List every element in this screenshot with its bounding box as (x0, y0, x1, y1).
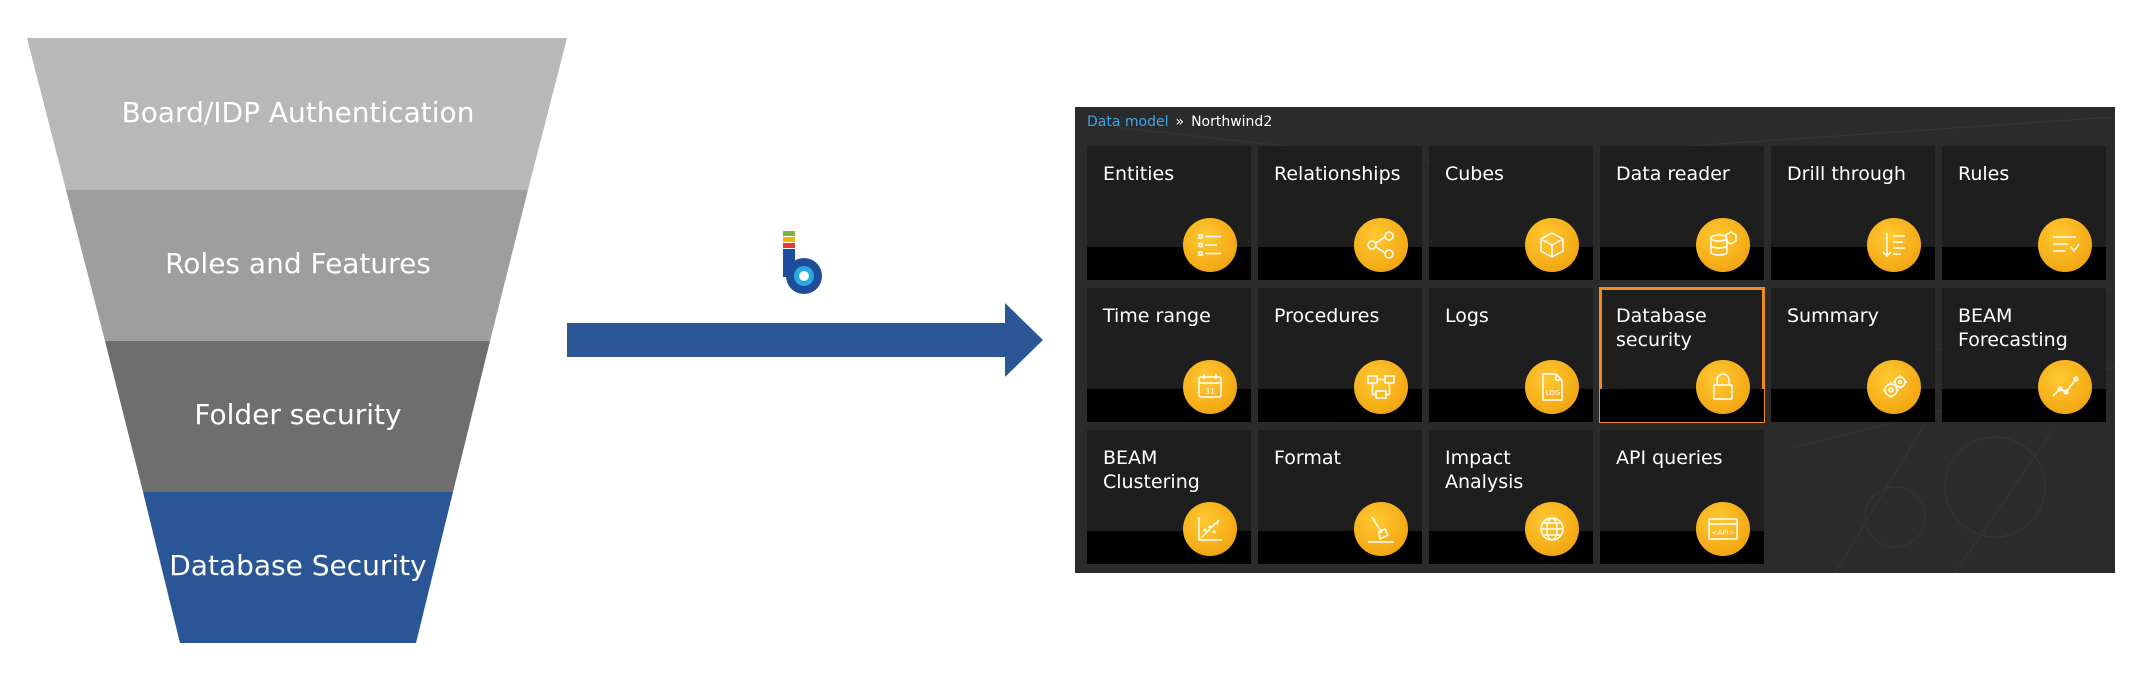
relationships-icon (1354, 218, 1408, 272)
cube-icon (1525, 218, 1579, 272)
tile-relationships[interactable]: Relationships (1258, 146, 1422, 280)
tile-drill-through[interactable]: Drill through (1771, 146, 1935, 280)
funnel-layer-database (143, 492, 453, 643)
tile-cubes[interactable]: Cubes (1429, 146, 1593, 280)
tile-entities[interactable]: Entities (1087, 146, 1251, 280)
tile-label: Procedures (1274, 305, 1380, 327)
rules-icon (2038, 218, 2092, 272)
funnel-label-database: Database Security (169, 549, 427, 582)
tile-label: Cubes (1445, 163, 1504, 185)
database-icon (1696, 218, 1750, 272)
forecast-icon (2038, 360, 2092, 414)
data-model-panel: Data model » Northwind2 Entities Relations… (1075, 107, 2115, 573)
tile-label: Drill through (1787, 163, 1906, 185)
tile-rules[interactable]: Rules (1942, 146, 2106, 280)
tile-beam-forecasting[interactable]: BEAM Forecasting (1942, 288, 2106, 422)
tile-label: Logs (1445, 305, 1489, 327)
svg-text:<API>: <API> (1712, 529, 1735, 537)
tile-data-reader[interactable]: Data reader (1600, 146, 1764, 280)
tile-label: BEAM Clustering (1103, 447, 1200, 493)
calendar-icon: 31 (1183, 360, 1237, 414)
tile-label: Rules (1958, 163, 2010, 185)
tile-label: Entities (1103, 163, 1175, 185)
tile-label: Format (1274, 447, 1341, 469)
funnel-layer-folder (105, 341, 490, 492)
tile-label: Time range (1103, 305, 1211, 327)
funnel-label-authentication: Board/IDP Authentication (121, 96, 475, 129)
tile-label: BEAM Forecasting (1958, 305, 2068, 351)
tile-beam-clustering[interactable]: BEAM Clustering (1087, 430, 1251, 564)
procedures-icon (1354, 360, 1408, 414)
tile-label: Impact Analysis (1445, 447, 1524, 493)
tile-label: Data reader (1616, 163, 1730, 185)
breadcrumb-separator: » (1175, 114, 1185, 130)
security-funnel (27, 38, 567, 643)
impact-globe-icon (1525, 502, 1579, 556)
tile-label: Relationships (1274, 163, 1401, 185)
api-window-icon: <API> (1696, 502, 1750, 556)
tile-format[interactable]: Format (1258, 430, 1422, 564)
svg-text:31: 31 (1205, 387, 1215, 396)
tile-label: API queries (1616, 447, 1723, 469)
lock-icon (1696, 360, 1750, 414)
scatter-icon (1183, 502, 1237, 556)
tile-impact-analysis[interactable]: Impact Analysis (1429, 430, 1593, 564)
flow-arrow (567, 303, 1043, 377)
tile-database-security[interactable]: Database security (1599, 287, 1765, 423)
tile-procedures[interactable]: Procedures (1258, 288, 1422, 422)
funnel-layer-roles (66, 190, 528, 341)
tile-time-range[interactable]: Time range 31 (1087, 288, 1251, 422)
tile-summary[interactable]: Summary (1771, 288, 1935, 422)
tile-api-queries[interactable]: API queries <API> (1600, 430, 1764, 564)
breadcrumb-current: Northwind2 (1191, 114, 1273, 130)
breadcrumb: Data model » Northwind2 (1087, 114, 1272, 130)
breadcrumb-data-model-link[interactable]: Data model (1087, 114, 1169, 130)
funnel-layer-authentication (27, 38, 567, 190)
tile-logs[interactable]: Logs LOG (1429, 288, 1593, 422)
format-brush-icon (1354, 502, 1408, 556)
list-icon (1183, 218, 1237, 272)
board-logo (783, 231, 822, 294)
gears-icon (1867, 360, 1921, 414)
tile-label: Database security (1616, 305, 1707, 351)
funnel-label-roles: Roles and Features (165, 247, 431, 280)
tile-label: Summary (1787, 305, 1879, 327)
funnel-label-folder: Folder security (194, 398, 402, 431)
svg-text:LOG: LOG (1546, 389, 1561, 397)
log-file-icon: LOG (1525, 360, 1579, 414)
drill-through-icon (1867, 218, 1921, 272)
